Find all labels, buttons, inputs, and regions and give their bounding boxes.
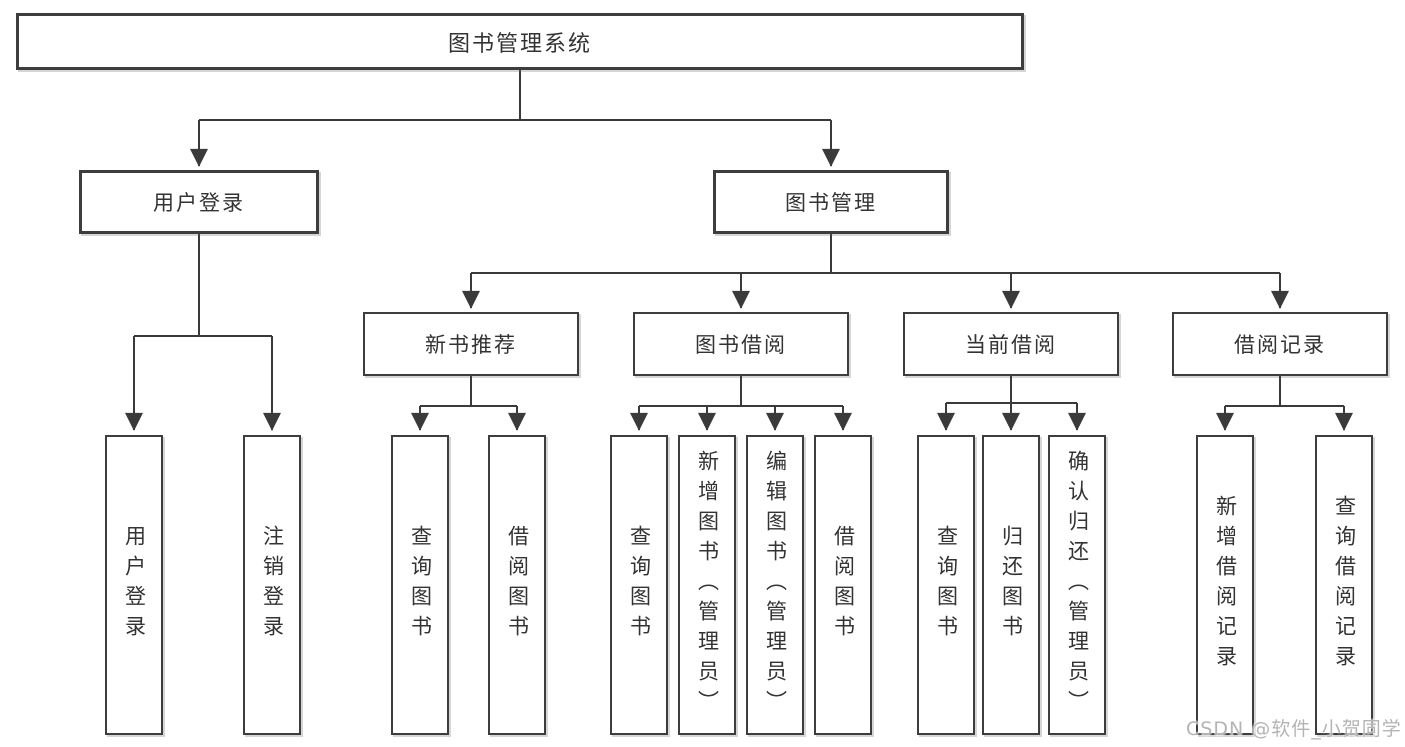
node-current-borrowing-label: 当前借阅 — [965, 333, 1057, 357]
node-current-borrowing: 当前借阅 — [903, 312, 1119, 376]
node-book-borrowing-label: 图书借阅 — [695, 333, 787, 357]
leaf-query-borrow-record: 查询借阅记录 — [1315, 435, 1373, 735]
node-borrowing-records: 借阅记录 — [1172, 312, 1388, 376]
leaf-borrow-books-borrowing-label: 借阅图书 — [831, 525, 856, 645]
leaf-borrow-books-recommend: 借阅图书 — [488, 435, 546, 735]
csdn-watermark: CSDN @软件_小贺同学 — [1186, 718, 1402, 740]
node-library-management-system: 图书管理系统 — [16, 13, 1024, 70]
connector-trunks — [134, 70, 1344, 407]
leaf-borrow-books-recommend-label: 借阅图书 — [505, 525, 530, 645]
leaf-user-login-label: 用户登录 — [122, 525, 147, 645]
leaf-borrow-books-borrowing: 借阅图书 — [814, 435, 872, 735]
leaf-query-books-current-label: 查询图书 — [934, 525, 959, 645]
leaf-query-books-borrowing: 查询图书 — [610, 435, 668, 735]
leaf-confirm-return-admin: 确认归还（管理员） — [1048, 435, 1106, 735]
leaf-return-book: 归还图书 — [982, 435, 1040, 735]
leaf-add-borrow-record-label: 新增借阅记录 — [1213, 495, 1238, 675]
leaf-query-books-recommend: 查询图书 — [391, 435, 449, 735]
leaf-add-book-admin-label: 新增图书（管理员） — [695, 450, 720, 720]
leaf-edit-book-admin-label: 编辑图书（管理员） — [763, 450, 788, 720]
leaf-add-borrow-record: 新增借阅记录 — [1196, 435, 1254, 735]
leaf-logout: 注销登录 — [243, 435, 301, 735]
leaf-user-login: 用户登录 — [105, 435, 163, 735]
leaf-logout-label: 注销登录 — [260, 525, 285, 645]
node-new-book-recommend: 新书推荐 — [363, 312, 579, 376]
leaf-query-books-borrowing-label: 查询图书 — [627, 525, 652, 645]
node-new-book-recommend-label: 新书推荐 — [425, 333, 517, 357]
leaf-return-book-label: 归还图书 — [999, 525, 1024, 645]
node-user-login: 用户登录 — [79, 170, 319, 234]
leaf-confirm-return-admin-label: 确认归还（管理员） — [1065, 450, 1090, 720]
node-user-login-label: 用户登录 — [153, 191, 245, 215]
leaf-edit-book-admin: 编辑图书（管理员） — [746, 435, 804, 735]
leaf-query-books-recommend-label: 查询图书 — [408, 525, 433, 645]
leaf-query-borrow-record-label: 查询借阅记录 — [1332, 495, 1357, 675]
node-book-borrowing: 图书借阅 — [633, 312, 849, 376]
leaf-add-book-admin: 新增图书（管理员） — [678, 435, 736, 735]
node-book-management: 图书管理 — [713, 170, 949, 234]
leaf-query-books-current: 查询图书 — [917, 435, 975, 735]
node-book-management-label: 图书管理 — [785, 191, 877, 215]
node-borrowing-records-label: 借阅记录 — [1234, 333, 1326, 357]
node-library-management-system-label: 图书管理系统 — [447, 31, 592, 57]
